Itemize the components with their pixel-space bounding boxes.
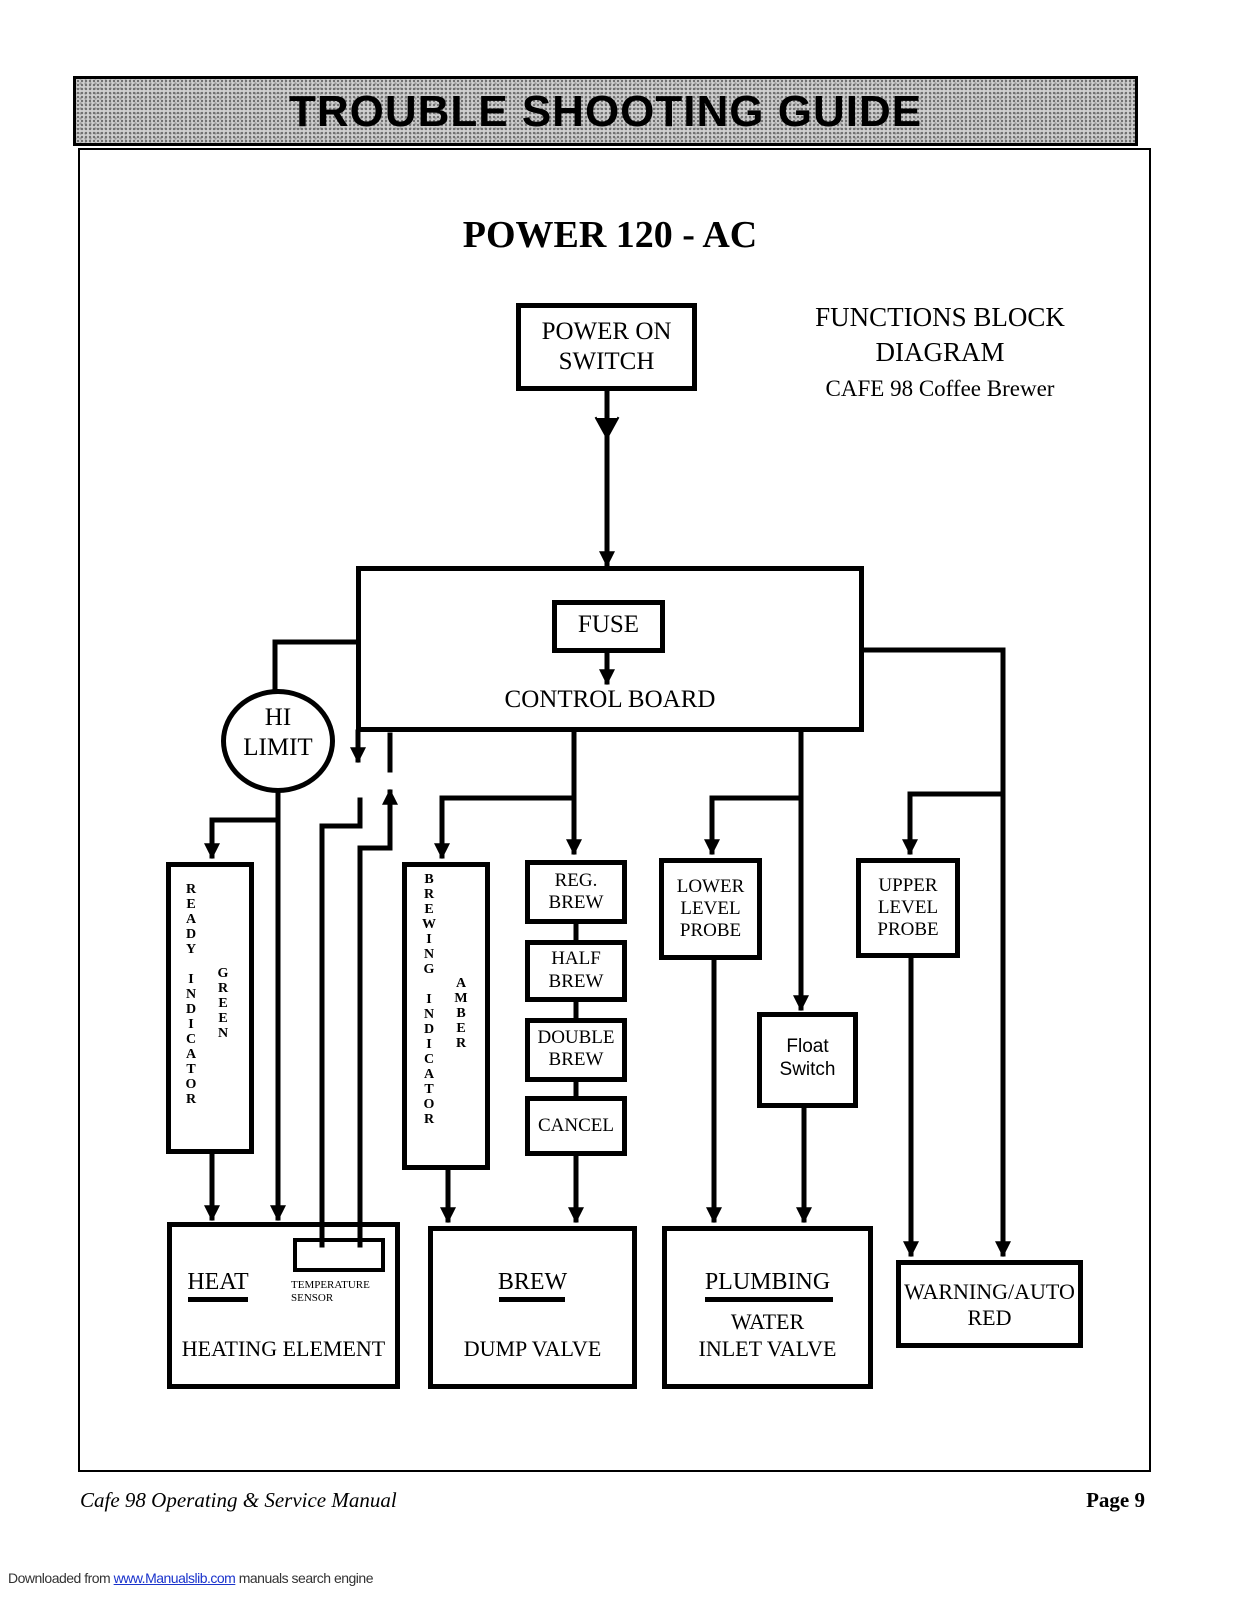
download-suffix: manuals search engine: [235, 1570, 374, 1586]
wire-upper-feed: [901, 791, 1006, 856]
plumbing-underline: [705, 1297, 833, 1302]
download-prefix: Downloaded from: [8, 1570, 114, 1586]
double-brew-box: [525, 1018, 627, 1082]
brew-heading: BREW: [497, 1269, 568, 1295]
brewing-indicator-box: [402, 862, 490, 1170]
manual-title: Cafe 98 Operating & Service Manual: [80, 1488, 397, 1512]
brew-underline: [499, 1297, 565, 1302]
heat-box: [167, 1222, 400, 1389]
heat-heading: HEAT: [187, 1269, 249, 1295]
wire-sensor-a: [319, 797, 363, 1248]
hi-limit-circle: [221, 689, 335, 793]
half-brew-line1: HALF: [551, 948, 601, 969]
double-brew-line1: DOUBLE: [537, 1027, 615, 1048]
power-switch-line2: SWITCH: [558, 348, 655, 375]
float-switch-line2: Switch: [779, 1059, 836, 1080]
download-note: Downloaded from www.Manualslib.com manua…: [8, 1570, 373, 1586]
power-switch-line1: POWER ON: [541, 318, 672, 345]
upper-probe-line2: LEVEL: [877, 897, 939, 918]
diagram-title: POWER 120 - AC: [462, 214, 758, 256]
arrowhead-mid: [594, 416, 620, 441]
control-board-label: CONTROL BOARD: [504, 686, 716, 713]
wire-brewing-feed: [433, 795, 577, 860]
caption-line-3: CAFE 98 Coffee Brewer: [825, 376, 1055, 401]
water-label: WATER: [730, 1309, 805, 1334]
warning-box: [896, 1260, 1083, 1348]
lower-probe-line1: LOWER: [676, 876, 745, 897]
diagram-frame: [78, 148, 1151, 1472]
caption-line-2: DIAGRAM: [875, 337, 1005, 367]
heating-element-label: HEATING ELEMENT: [181, 1336, 386, 1361]
warning-line1: WARNING/AUTO: [904, 1279, 1075, 1304]
reg-brew-line2: BREW: [548, 892, 604, 913]
reg-brew-line1: REG.: [554, 870, 598, 891]
wire-sensor-b: [357, 788, 399, 1248]
cancel-box: [525, 1096, 627, 1156]
plumbing-box: [662, 1226, 873, 1389]
sensor-label-2: SENSOR: [291, 1292, 334, 1304]
ready-indicator-box: [166, 862, 254, 1154]
dump-valve-label: DUMP VALVE: [463, 1336, 602, 1361]
reg-brew-box: [525, 860, 627, 924]
double-brew-line2: BREW: [548, 1049, 604, 1070]
hi-limit-line2: LIMIT: [243, 734, 313, 761]
heat-underline: [188, 1297, 248, 1302]
cancel-label: CANCEL: [538, 1115, 614, 1136]
power-on-switch-box: [516, 303, 697, 391]
lower-probe-line3: PROBE: [679, 920, 742, 941]
control-board-box: [356, 566, 864, 732]
manualslib-link[interactable]: www.Manualslib.com: [113, 1570, 236, 1586]
page-heading: TROUBLE SHOOTING GUIDE: [288, 87, 923, 136]
page-number: Page 9: [1086, 1488, 1145, 1512]
fuse-label: FUSE: [577, 611, 640, 638]
wire-ready-feed: [203, 817, 281, 860]
float-switch-box: [757, 1012, 858, 1108]
brew-box: [428, 1226, 637, 1389]
wire-hilimit-top: [272, 639, 361, 695]
temperature-sensor-box: [293, 1238, 385, 1272]
fuse-box: [552, 600, 665, 653]
upper-probe-line1: UPPER: [878, 875, 938, 896]
plumbing-heading: PLUMBING: [704, 1269, 831, 1295]
upper-probe-line3: PROBE: [877, 919, 939, 940]
header-banner: TROUBLE SHOOTING GUIDE: [73, 76, 1138, 146]
inlet-valve-label: INLET VALVE: [698, 1336, 837, 1361]
half-brew-box: [525, 940, 627, 1002]
upper-level-probe-box: [856, 858, 960, 958]
wire-lower-feed: [703, 795, 804, 856]
wire-right-main: [859, 647, 1012, 1258]
hi-limit-line1: HI: [264, 704, 292, 731]
warning-line2: RED: [967, 1305, 1012, 1330]
sensor-label-1: TEMPERATURE: [291, 1279, 370, 1291]
lower-level-probe-box: [659, 858, 762, 960]
lower-probe-line2: LEVEL: [680, 898, 741, 919]
float-switch-line1: Float: [786, 1036, 829, 1057]
caption-line-1: FUNCTIONS BLOCK: [815, 302, 1065, 332]
half-brew-line2: BREW: [548, 971, 604, 992]
